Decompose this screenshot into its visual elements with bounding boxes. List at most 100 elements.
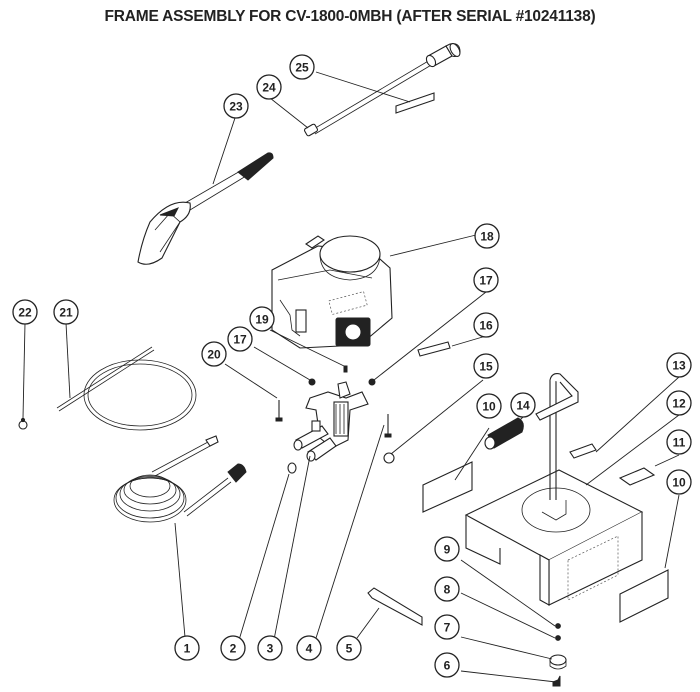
callout-bubble <box>257 635 283 661</box>
callout-bubble <box>174 635 200 661</box>
callout-bubble <box>666 469 692 495</box>
callout-number: 15 <box>479 360 493 374</box>
callout-number: 23 <box>229 100 243 114</box>
callout-label: 13 <box>666 352 692 378</box>
callout-bubble <box>666 352 692 378</box>
callout-bubble <box>220 635 246 661</box>
pump-bolt-long-part <box>275 400 283 422</box>
callout-chemical-hose: 21 <box>53 299 79 325</box>
callout-pump-bolt: 4 <box>296 635 322 661</box>
callout-spray-gun: 23 <box>223 93 249 119</box>
callout-side-decal-right: 10 <box>666 469 692 495</box>
callout-handle-grip: 14 <box>510 392 536 418</box>
engine-decal-part <box>417 341 451 357</box>
hose-clamp-part <box>18 417 28 430</box>
callout-bubble <box>289 54 315 80</box>
callout-pump-bolt-long: 20 <box>201 341 227 367</box>
callout-wheel-bolt: 6 <box>434 652 460 678</box>
callout-engine-mount-nut-right: 17 <box>473 267 499 293</box>
callout-number: 17 <box>479 274 493 288</box>
pump-part <box>293 381 369 462</box>
callout-number: 25 <box>295 61 309 75</box>
callout-bubble <box>434 576 460 602</box>
callout-bubble <box>666 390 692 416</box>
callout-bubble <box>249 306 275 332</box>
leader-lines <box>22 71 680 683</box>
callout-number: 17 <box>233 333 247 347</box>
callout-bubble <box>473 267 499 293</box>
side-decal-left-part <box>422 461 473 513</box>
callout-decal-front: 5 <box>336 635 362 661</box>
callout-number: 16 <box>479 319 493 333</box>
callout-screw: 9 <box>434 536 460 562</box>
callout-number: 8 <box>444 583 451 597</box>
callout-o-ring: 2 <box>220 635 246 661</box>
callout-number: 11 <box>673 436 686 450</box>
callout-number: 22 <box>18 306 32 320</box>
callout-number: 10 <box>672 476 686 490</box>
callout-number: 4 <box>306 642 313 656</box>
callout-number: 18 <box>480 230 494 244</box>
callout-bubble <box>12 299 38 325</box>
callout-bubble <box>223 93 249 119</box>
foot-wheel-part <box>549 654 567 670</box>
callout-number: 5 <box>346 642 353 656</box>
callout-small-decal: 11 <box>666 429 692 455</box>
nut-part <box>555 635 561 641</box>
callout-bubble <box>227 326 253 352</box>
callout-high-pressure-hose: 1 <box>174 635 200 661</box>
callout-bubble <box>510 392 536 418</box>
screw-part <box>555 623 561 629</box>
callout-engine-mount-nut-left: 17 <box>227 326 253 352</box>
callout-side-decal-left: 10 <box>476 393 502 419</box>
callout-number: 1 <box>184 642 191 656</box>
chemical-hose-part <box>56 346 197 431</box>
callout-bubble <box>473 312 499 338</box>
decal-front-part <box>367 587 423 626</box>
callout-number: 3 <box>267 642 274 656</box>
callout-nut-flange: 15 <box>473 353 499 379</box>
callout-engine: 18 <box>474 223 500 249</box>
callout-frame: 12 <box>666 390 692 416</box>
callout-nozzle: 24 <box>256 74 282 100</box>
engine-part <box>271 235 393 349</box>
callout-bubble <box>336 635 362 661</box>
callout-bubble <box>201 341 227 367</box>
small-decal-part <box>618 467 656 486</box>
callout-wand-lance: 25 <box>289 54 315 80</box>
callout-number: 14 <box>516 399 530 413</box>
wheel-bolt-part <box>552 675 561 687</box>
pump-bolt-part <box>384 414 392 438</box>
callout-bubble <box>474 223 500 249</box>
diagram-title: FRAME ASSEMBLY FOR CV-1800-0MBH (AFTER S… <box>104 8 596 25</box>
side-decal-right-part <box>619 569 669 623</box>
callout-number: 12 <box>672 397 686 411</box>
callout-number: 2 <box>230 642 237 656</box>
callout-bubble <box>256 74 282 100</box>
key-part <box>343 365 348 373</box>
callout-number: 19 <box>255 313 269 327</box>
callout-number: 21 <box>59 306 73 320</box>
frame-part <box>464 373 644 606</box>
handle-grip-part <box>484 417 524 450</box>
wand-decal-part <box>395 92 435 114</box>
spray-gun-part <box>137 152 274 265</box>
nut-flange-part <box>383 452 395 464</box>
callout-number: 20 <box>207 348 221 362</box>
callout-bubble <box>476 393 502 419</box>
wand-lance-part <box>303 43 461 137</box>
label-part <box>569 443 597 459</box>
callout-engine-decal: 16 <box>473 312 499 338</box>
high-pressure-hose-part <box>113 435 247 523</box>
callout-bubble <box>434 614 460 640</box>
callout-number: 24 <box>262 81 276 95</box>
callout-hose-clamp: 22 <box>12 299 38 325</box>
callout-bubble <box>434 652 460 678</box>
engine-nut-right-part <box>368 378 376 386</box>
callout-bubble <box>473 353 499 379</box>
callout-key: 19 <box>249 306 275 332</box>
callout-number: 9 <box>444 543 451 557</box>
o-ring-part <box>287 462 297 474</box>
callout-bubble <box>53 299 79 325</box>
